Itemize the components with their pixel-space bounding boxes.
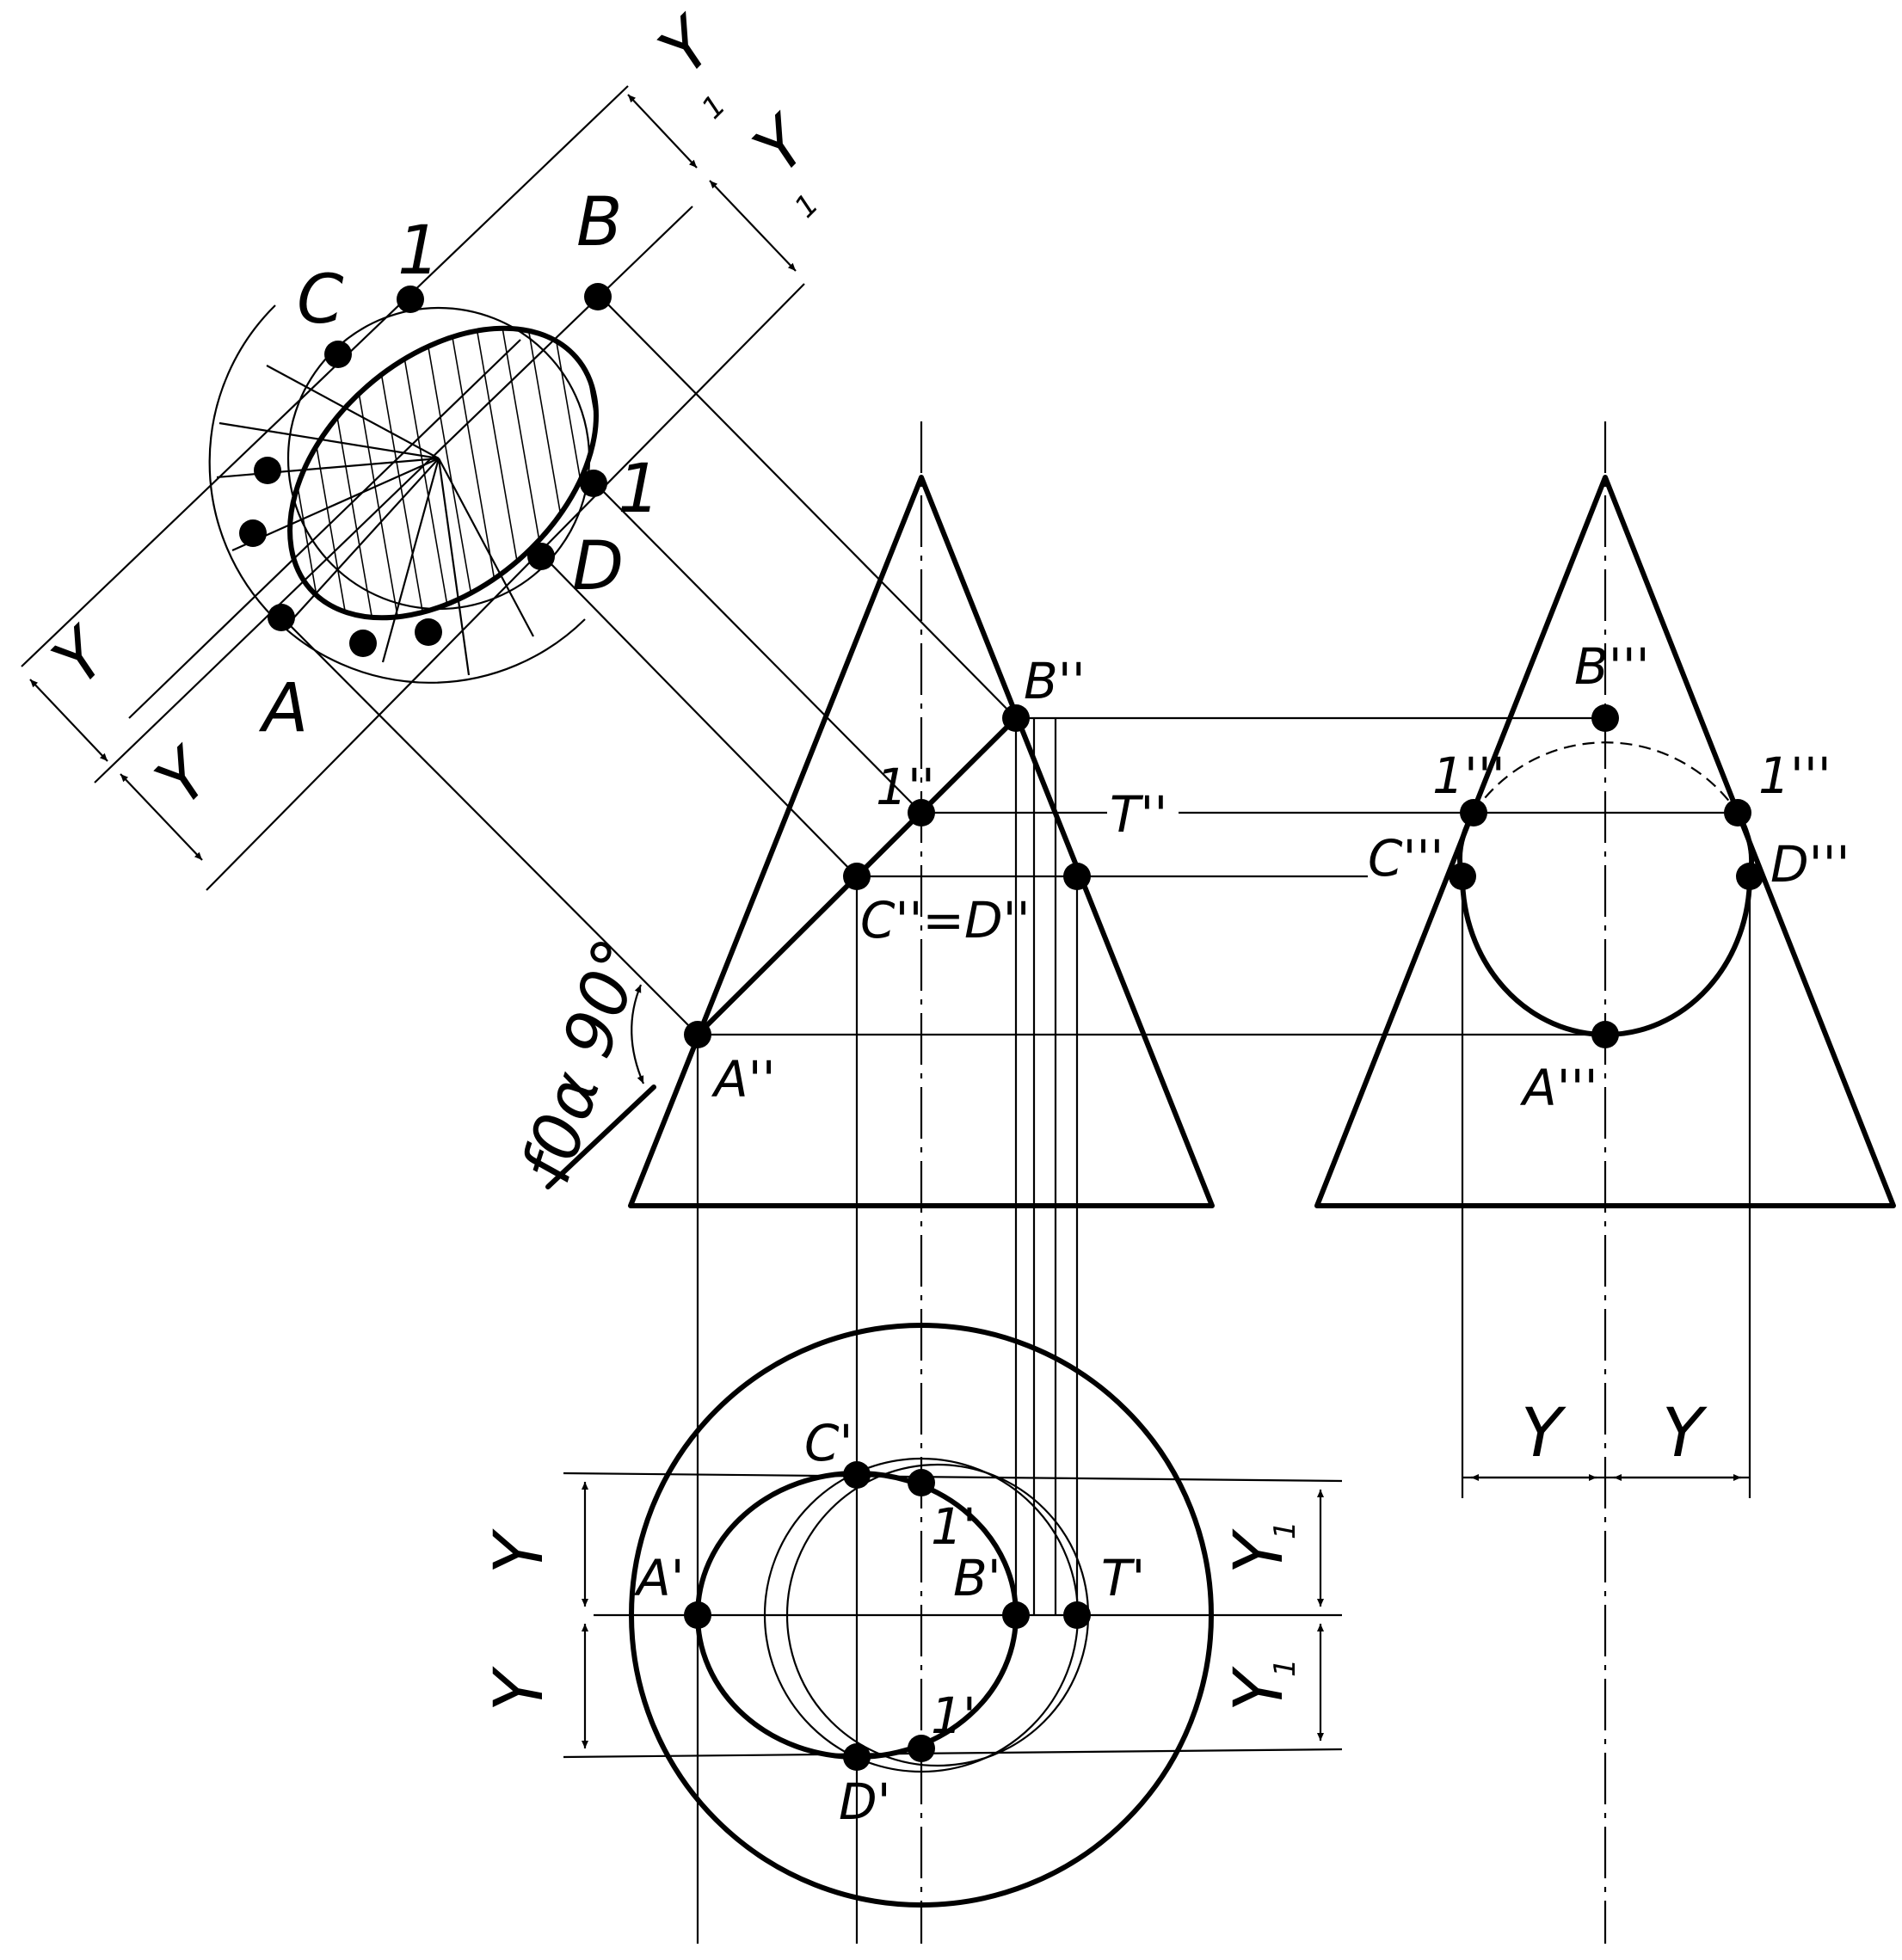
- label-D1: D': [839, 1773, 891, 1831]
- point-A3: [1591, 1021, 1619, 1048]
- aux-dim-sub-Y1-a: 1: [695, 89, 733, 126]
- plan-dim-label-right-bottom: Y: [1221, 1666, 1298, 1711]
- label-A1: A': [633, 1549, 685, 1607]
- plan-dim-sub-right-bottom: 1: [1268, 1658, 1302, 1677]
- plan-view: Y Y Y 1 Y 1 C' 1' A' B' T' 1' D': [481, 1323, 1343, 1908]
- aux-point-A: [268, 604, 295, 631]
- aux-dim-label-Y-b: Y: [142, 733, 229, 820]
- point-D1: [843, 1743, 871, 1771]
- aux-dim-Y1-b: [709, 180, 797, 272]
- label-D3: D''': [1770, 835, 1850, 894]
- aux-point-B: [584, 283, 612, 310]
- side-dim-label-right: Y: [1662, 1395, 1708, 1472]
- point-C1: [843, 1461, 871, 1489]
- point-T1: [1063, 1601, 1091, 1629]
- aux-frame-1: [21, 85, 629, 667]
- aux-axis-line: [128, 339, 521, 719]
- label-A3: A''': [1519, 1059, 1598, 1117]
- aux-label-D: D: [572, 528, 624, 605]
- point-D3: [1736, 863, 1764, 890]
- aux-label-1b: 1: [618, 451, 661, 528]
- aux-label-A: A: [258, 670, 308, 747]
- aux-label-B: B: [576, 184, 623, 261]
- label-B2: B'': [1024, 652, 1086, 710]
- right-angle-arc: [631, 984, 645, 1084]
- label-1-1-top: 1': [931, 1497, 976, 1556]
- label-1-2: 1'': [876, 758, 935, 816]
- front-cone-outline: [628, 475, 1215, 1208]
- plan-dim-sub-right-top: 1: [1268, 1521, 1302, 1539]
- point-A1: [684, 1601, 711, 1629]
- front-view: B'' 1'' T'' C''=D'' A'' f0α 90°: [508, 421, 1738, 1944]
- label-T2: T'': [1110, 785, 1167, 844]
- aux-point-D: [527, 543, 555, 570]
- plan-dim-label-left-bottom: Y: [481, 1666, 558, 1711]
- label-C3: C''': [1368, 829, 1443, 888]
- label-1-3-right: 1''': [1758, 747, 1831, 805]
- aux-dim-Y1-a: [627, 94, 698, 169]
- aux-construction-rays: [216, 365, 534, 676]
- label-T1: T': [1101, 1549, 1145, 1607]
- point-1-3-left: [1460, 799, 1487, 826]
- plan-dim-label-right-top: Y: [1221, 1528, 1298, 1574]
- side-view: Y Y B''' 1''' 1''' C''' D''' A''': [1314, 421, 1896, 1944]
- label-B3: B''': [1574, 637, 1650, 696]
- cutting-plane-trace: [545, 1084, 656, 1189]
- aux-label-1a: 1: [397, 212, 440, 290]
- aux-dim-Y-b: [120, 773, 203, 861]
- point-C3: [1449, 863, 1476, 890]
- aux-dim-sub-Y1-b: 1: [788, 187, 826, 225]
- point-1-3-right: [1724, 799, 1751, 826]
- aux-link-1: [593, 481, 922, 814]
- label-1-1-bottom: 1': [931, 1687, 976, 1745]
- aux-link-CD: [541, 554, 858, 877]
- label-C1: C': [804, 1414, 853, 1472]
- aux-dim-label-Y1-a: Y: [645, 2, 732, 89]
- plan-dim-label-left-top: Y: [481, 1528, 558, 1574]
- aux-point-bottom-2: [415, 618, 442, 646]
- aux-frame-3: [206, 283, 805, 891]
- label-1-3-left: 1''': [1432, 747, 1505, 805]
- label-B1: B': [953, 1549, 1001, 1607]
- aux-point-bottom-1: [349, 630, 377, 657]
- point-T2: [1063, 863, 1091, 890]
- plan-ext-bottom: [563, 1748, 1343, 1759]
- point-B1: [1002, 1601, 1030, 1629]
- aux-label-C: C: [297, 261, 344, 339]
- aux-point-1b: [580, 470, 607, 497]
- aux-dim-label-Y-a: Y: [39, 612, 126, 699]
- aux-link-A: [283, 618, 699, 1035]
- aux-link-B: [600, 296, 1017, 719]
- aux-point-1a: [397, 286, 424, 313]
- point-B3: [1591, 704, 1619, 732]
- aux-dim-label-Y1-b: Y: [740, 101, 827, 187]
- label-A2: A'': [711, 1050, 776, 1109]
- point-1-1-top: [908, 1469, 935, 1496]
- aux-point-left-2: [239, 519, 267, 547]
- plan-ext-top: [563, 1472, 1343, 1483]
- aux-dim-Y-a: [29, 679, 108, 762]
- aux-point-left-1: [254, 457, 281, 484]
- side-dim-label-left: Y: [1521, 1395, 1567, 1472]
- aux-point-C: [324, 341, 352, 368]
- aux-section-ellipse: [287, 325, 599, 621]
- side-hidden-arc: [1473, 741, 1739, 814]
- point-1-1-bottom: [908, 1735, 935, 1762]
- label-CD2: C''=D'': [860, 891, 1031, 949]
